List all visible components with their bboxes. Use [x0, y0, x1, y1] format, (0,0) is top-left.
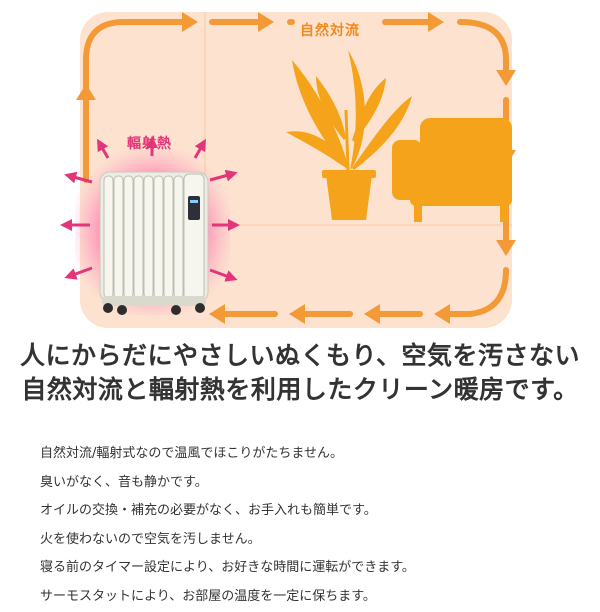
headline-line-2: 自然対流と輻射熱を利用したクリーン暖房です。	[21, 375, 579, 404]
feature-list: 自然対流/輻射式なので温風でほこりがたちません。 臭いがなく、音も静かです。 オ…	[40, 440, 415, 612]
headline-line-1: 人にからだにやさしいぬくもり、空気を汚さない	[19, 341, 580, 370]
radiant-arrow-icon	[60, 136, 240, 282]
feature-item: 臭いがなく、音も静かです。	[40, 474, 208, 490]
feature-item: 火を使わないので空気を汚しません。	[40, 531, 261, 547]
convection-arrowheads	[76, 12, 516, 324]
feature-item: 自然対流/輻射式なので温風でほこりがたちません。	[40, 446, 343, 461]
oil-heater-icon	[99, 171, 209, 315]
potted-plant-icon	[286, 50, 412, 220]
sofa-icon	[392, 118, 512, 222]
feature-item: オイルの交換・補充の必要がなく、お手入れも簡単です。	[40, 503, 377, 519]
heating-illustration: 自然対流 輻射熱	[60, 12, 516, 328]
radiant-heat-label: 輻射熱	[127, 136, 172, 152]
feature-item: 寝る前のタイマー設定により、お好きな時間に運転ができます。	[40, 560, 415, 576]
feature-item: サーモスタットにより、お部屋の温度を一定に保ちます。	[40, 588, 376, 604]
convection-label: 自然対流	[300, 23, 360, 39]
